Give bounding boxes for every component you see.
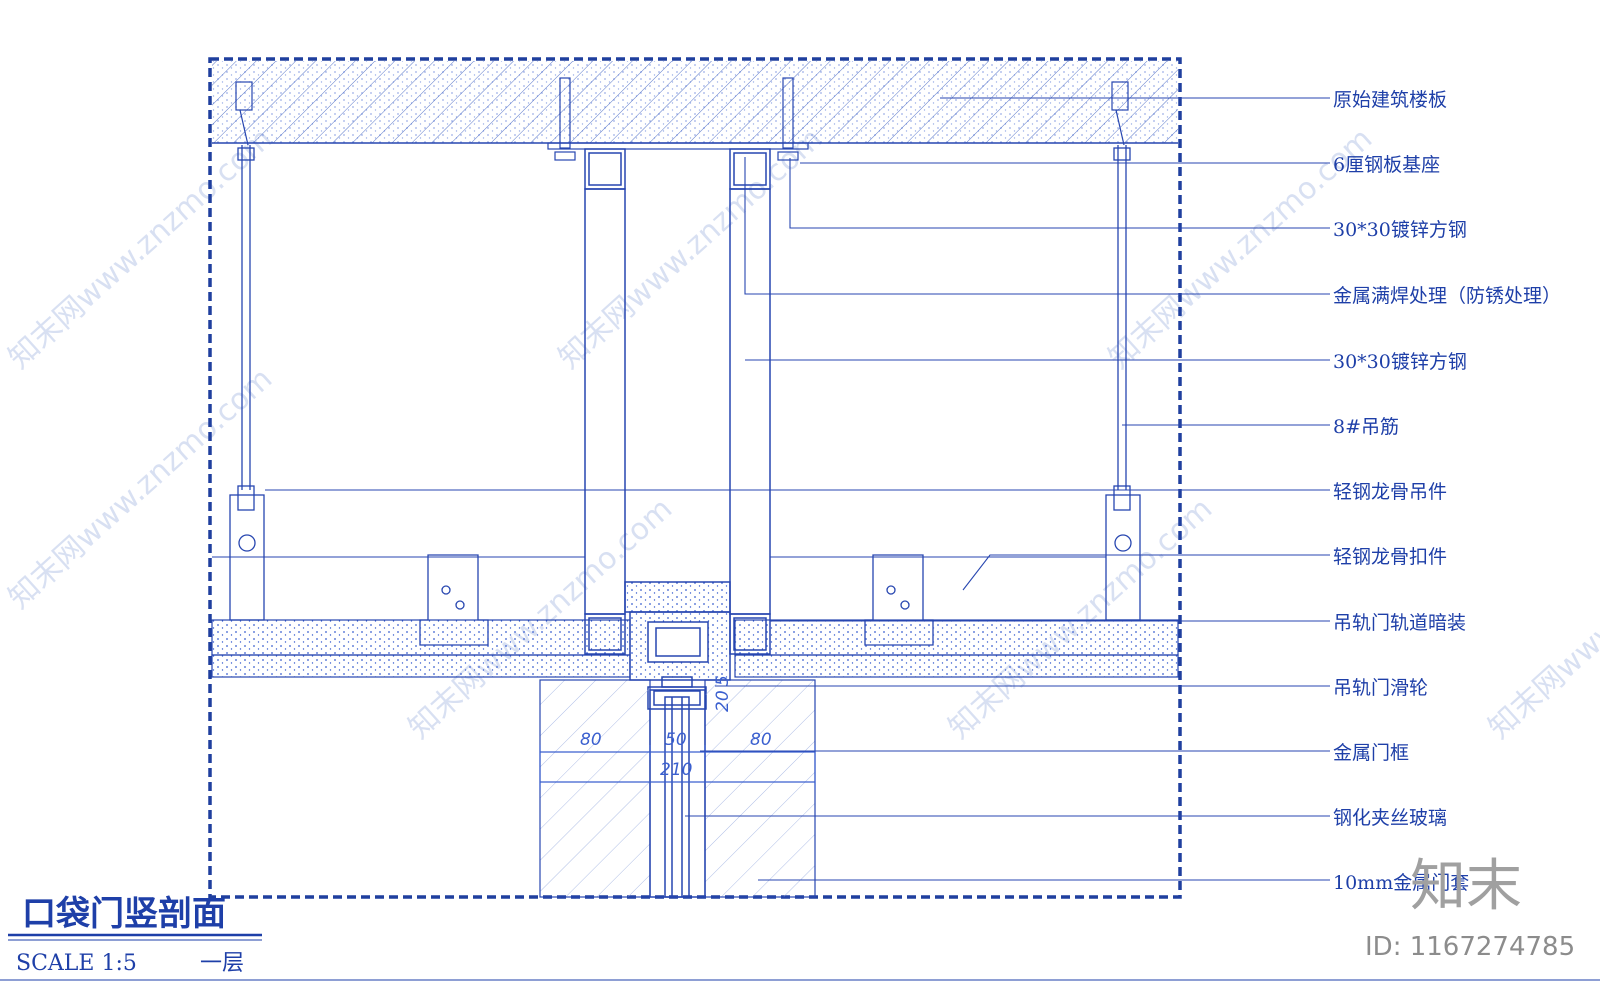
hidden-track <box>584 581 771 681</box>
dim-gap: 20 <box>713 690 733 712</box>
label-pulley: 吊轨门滑轮 <box>1333 677 1428 699</box>
title-block: 口袋门竖剖面 SCALE 1:5 一层 <box>0 894 1600 981</box>
image-id: ID: 1167274785 <box>1365 932 1575 962</box>
label-hidden-track: 吊轨门轨道暗装 <box>1333 612 1466 634</box>
label-keel-hanger: 轻钢龙骨吊件 <box>1333 481 1447 503</box>
drawing-title: 口袋门竖剖面 <box>22 894 226 934</box>
dimension-lines <box>539 745 816 790</box>
label-welding: 金属满焊处理（防锈处理） <box>1333 285 1561 307</box>
dim-gap2: 5 <box>713 675 733 686</box>
drawing-floor: 一层 <box>200 951 244 976</box>
dim-total: 210 <box>660 760 692 780</box>
building-slab <box>212 61 1178 144</box>
label-door-frame: 金属门框 <box>1333 742 1409 764</box>
wired-glass <box>649 689 706 898</box>
label-keel-clip: 轻钢龙骨扣件 <box>1333 546 1447 568</box>
label-door-casing: 10mm金属门套 <box>1333 872 1469 894</box>
label-square-steel: 30*30镀锌方钢 <box>1333 351 1467 373</box>
dim-right: 80 <box>750 730 772 750</box>
label-base-plate: 6厘钢板基座 <box>1333 154 1440 176</box>
dim-center: 50 <box>665 730 687 750</box>
label-slab: 原始建筑楼板 <box>1333 89 1447 111</box>
pocket-walls <box>539 679 816 898</box>
pulley <box>647 676 707 710</box>
anchor-bolts <box>235 77 1129 161</box>
label-hanger-rod: 8#吊筋 <box>1333 416 1399 438</box>
ceiling-boards <box>211 556 1179 678</box>
label-glass: 钢化夹丝玻璃 <box>1333 807 1447 829</box>
callout-labels: 原始建筑楼板 6厘钢板基座 30*30镀锌方钢 金属满焊处理（防锈处理） 30*… <box>1333 89 1561 894</box>
detail-frame <box>208 57 1182 899</box>
leader-lines <box>265 97 1330 881</box>
watermark-text: 知末网www.znzmo.com <box>1482 491 1600 746</box>
dim-left: 80 <box>580 730 602 750</box>
steel-base-plate <box>547 142 809 150</box>
drawing-scale: SCALE 1:5 <box>16 951 137 976</box>
brand-logo: 知末 <box>1410 854 1522 919</box>
watermark-text: 知末网www.znzmo.com <box>942 491 1219 746</box>
hanger-rods <box>237 145 1131 511</box>
label-square-steel-top: 30*30镀锌方钢 <box>1333 219 1467 241</box>
